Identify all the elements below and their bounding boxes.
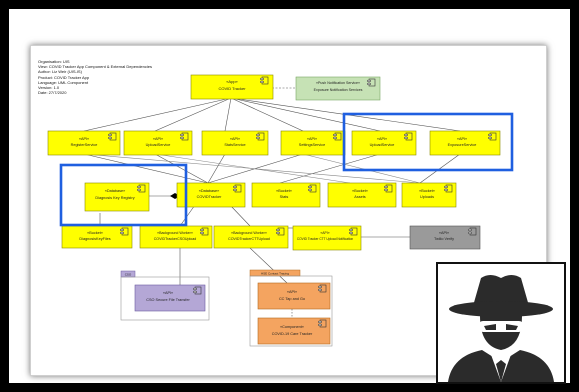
node-stereotype: «Database»	[199, 189, 219, 193]
spy-agent-icon	[448, 275, 554, 382]
diagnosis-key-files-component: «Bucket» DiagnosisKeyFiles	[61, 225, 133, 249]
group-tag: CSO	[125, 273, 132, 277]
node-stereotype: «Push Notification Service»	[316, 81, 360, 85]
node-stereotype: «Database»	[105, 189, 125, 193]
node-name: COVID-19 Care Tracker	[272, 332, 313, 336]
node-name: Stats	[280, 195, 289, 199]
connectors	[83, 87, 461, 285]
node-stereotype: «API»	[163, 291, 173, 295]
node-name: Diagnosis Key Registry	[95, 196, 134, 200]
diagram-metadata: Organisation: UIS View: COVID Tracker Ap…	[38, 59, 158, 95]
node-stereotype: «API»	[320, 231, 329, 235]
meta-line: Version: 1.0	[38, 85, 60, 91]
node-name: CC Tap and Go	[279, 297, 305, 301]
node-stereotype: «Component»	[280, 325, 304, 329]
node-stereotype: «API»	[230, 137, 240, 141]
diagnosis-key-registry-component: «Database» Diagnosis Key Registry	[84, 182, 150, 212]
hse-contact-tracing-group: HSE Contact Tracing «API» CC Tap and Go …	[249, 269, 333, 347]
node-name: COVIDTrackerCSOUpload	[154, 237, 197, 241]
node-name: Twilio Verify	[434, 237, 454, 241]
meta-line: Product: COVID Tracker App	[38, 74, 90, 80]
upload-service-2-component: «API» UploadService	[351, 130, 417, 156]
node-stereotype: «API»	[79, 137, 89, 141]
meta-line: Language: UML Component	[38, 79, 89, 85]
exposure-service-component: «API» ExposureService	[429, 130, 501, 156]
node-name: StatsService	[224, 143, 245, 147]
highlight-box-diagnosis-keys	[59, 163, 188, 227]
node-stereotype: «API»	[439, 231, 449, 235]
node-stereotype: «Bucket»	[352, 189, 368, 193]
node-name: COVID Tracker CTT Upload Notification	[297, 237, 353, 241]
node-name: COVID Tracker	[218, 86, 246, 91]
node-stereotype: «Background Worker»	[231, 231, 267, 235]
meta-line: Author: Liz Weir (UIS-IS)	[38, 69, 82, 75]
app-component: «App» COVID Tracker	[190, 74, 274, 100]
node-name: CSO Secure File Transfer	[146, 298, 190, 302]
register-service-component: «API» RegisterService	[47, 130, 121, 156]
group-tag: HSE Contact Tracing	[261, 272, 289, 276]
node-stereotype: «API»	[377, 137, 387, 141]
cso-group: CSO «API» CSO Secure File Transfer	[120, 270, 210, 321]
node-stereotype: «API»	[457, 137, 467, 141]
meta-line: Date: 27/7/2020	[38, 90, 67, 96]
node-name: COVIDTrackerCTTUpload	[228, 237, 270, 241]
assets-bucket-component: «Bucket» Assets	[327, 182, 397, 208]
node-name: SettingsService	[299, 143, 325, 147]
node-name: UploadService	[146, 143, 171, 147]
node-stereotype: «API»	[307, 137, 317, 141]
highlight-box-upload-exposure	[342, 112, 514, 172]
node-name: Assets	[354, 195, 365, 199]
covid-tracker-database-component: «Database» COVIDTracker	[176, 182, 246, 208]
node-name: Exposure Notification Services	[314, 88, 363, 92]
node-name: UploadService	[370, 143, 395, 147]
node-stereotype: «API»	[287, 290, 297, 294]
push-notification-component: «Push Notification Service» Exposure Not…	[295, 76, 381, 101]
stats-bucket-component: «Bucket» Stats	[251, 182, 321, 208]
stats-service-component: «API» StatsService	[201, 130, 269, 156]
node-name: COVIDTracker	[197, 195, 222, 199]
twilio-verify-component: «API» Twilio Verify	[409, 225, 481, 250]
node-stereotype: «Bucket»	[276, 189, 292, 193]
node-stereotype: «App»	[226, 79, 238, 84]
node-stereotype: «Background Worker»	[157, 231, 193, 235]
node-name: DiagnosisKeyFiles	[79, 237, 110, 241]
node-name: Uploads	[420, 195, 434, 199]
node-name: RegisterService	[71, 143, 98, 147]
upload-service-component: «API» UploadService	[123, 130, 193, 156]
meta-line: View: COVID Tracker App Component & Exte…	[38, 64, 152, 70]
node-name: ExposureService	[448, 143, 477, 147]
cso-upload-worker-component: «Background Worker» COVIDTrackerCSOUploa…	[139, 225, 213, 249]
node-stereotype: «Bucket»	[87, 231, 103, 235]
spy-agent-panel	[436, 262, 566, 384]
node-stereotype: «Bucket»	[419, 189, 435, 193]
meta-line: Organisation: UIS	[38, 59, 70, 64]
ctt-upload-notification-component: «API» COVID Tracker CTT Upload Notificat…	[292, 225, 362, 251]
uploads-bucket-component: «Bucket» Uploads	[401, 182, 457, 208]
settings-service-component: «API» SettingsService	[280, 130, 346, 156]
node-stereotype: «API»	[153, 137, 163, 141]
ctt-upload-worker-component: «Background Worker» COVIDTrackerCTTUploa…	[213, 225, 289, 249]
